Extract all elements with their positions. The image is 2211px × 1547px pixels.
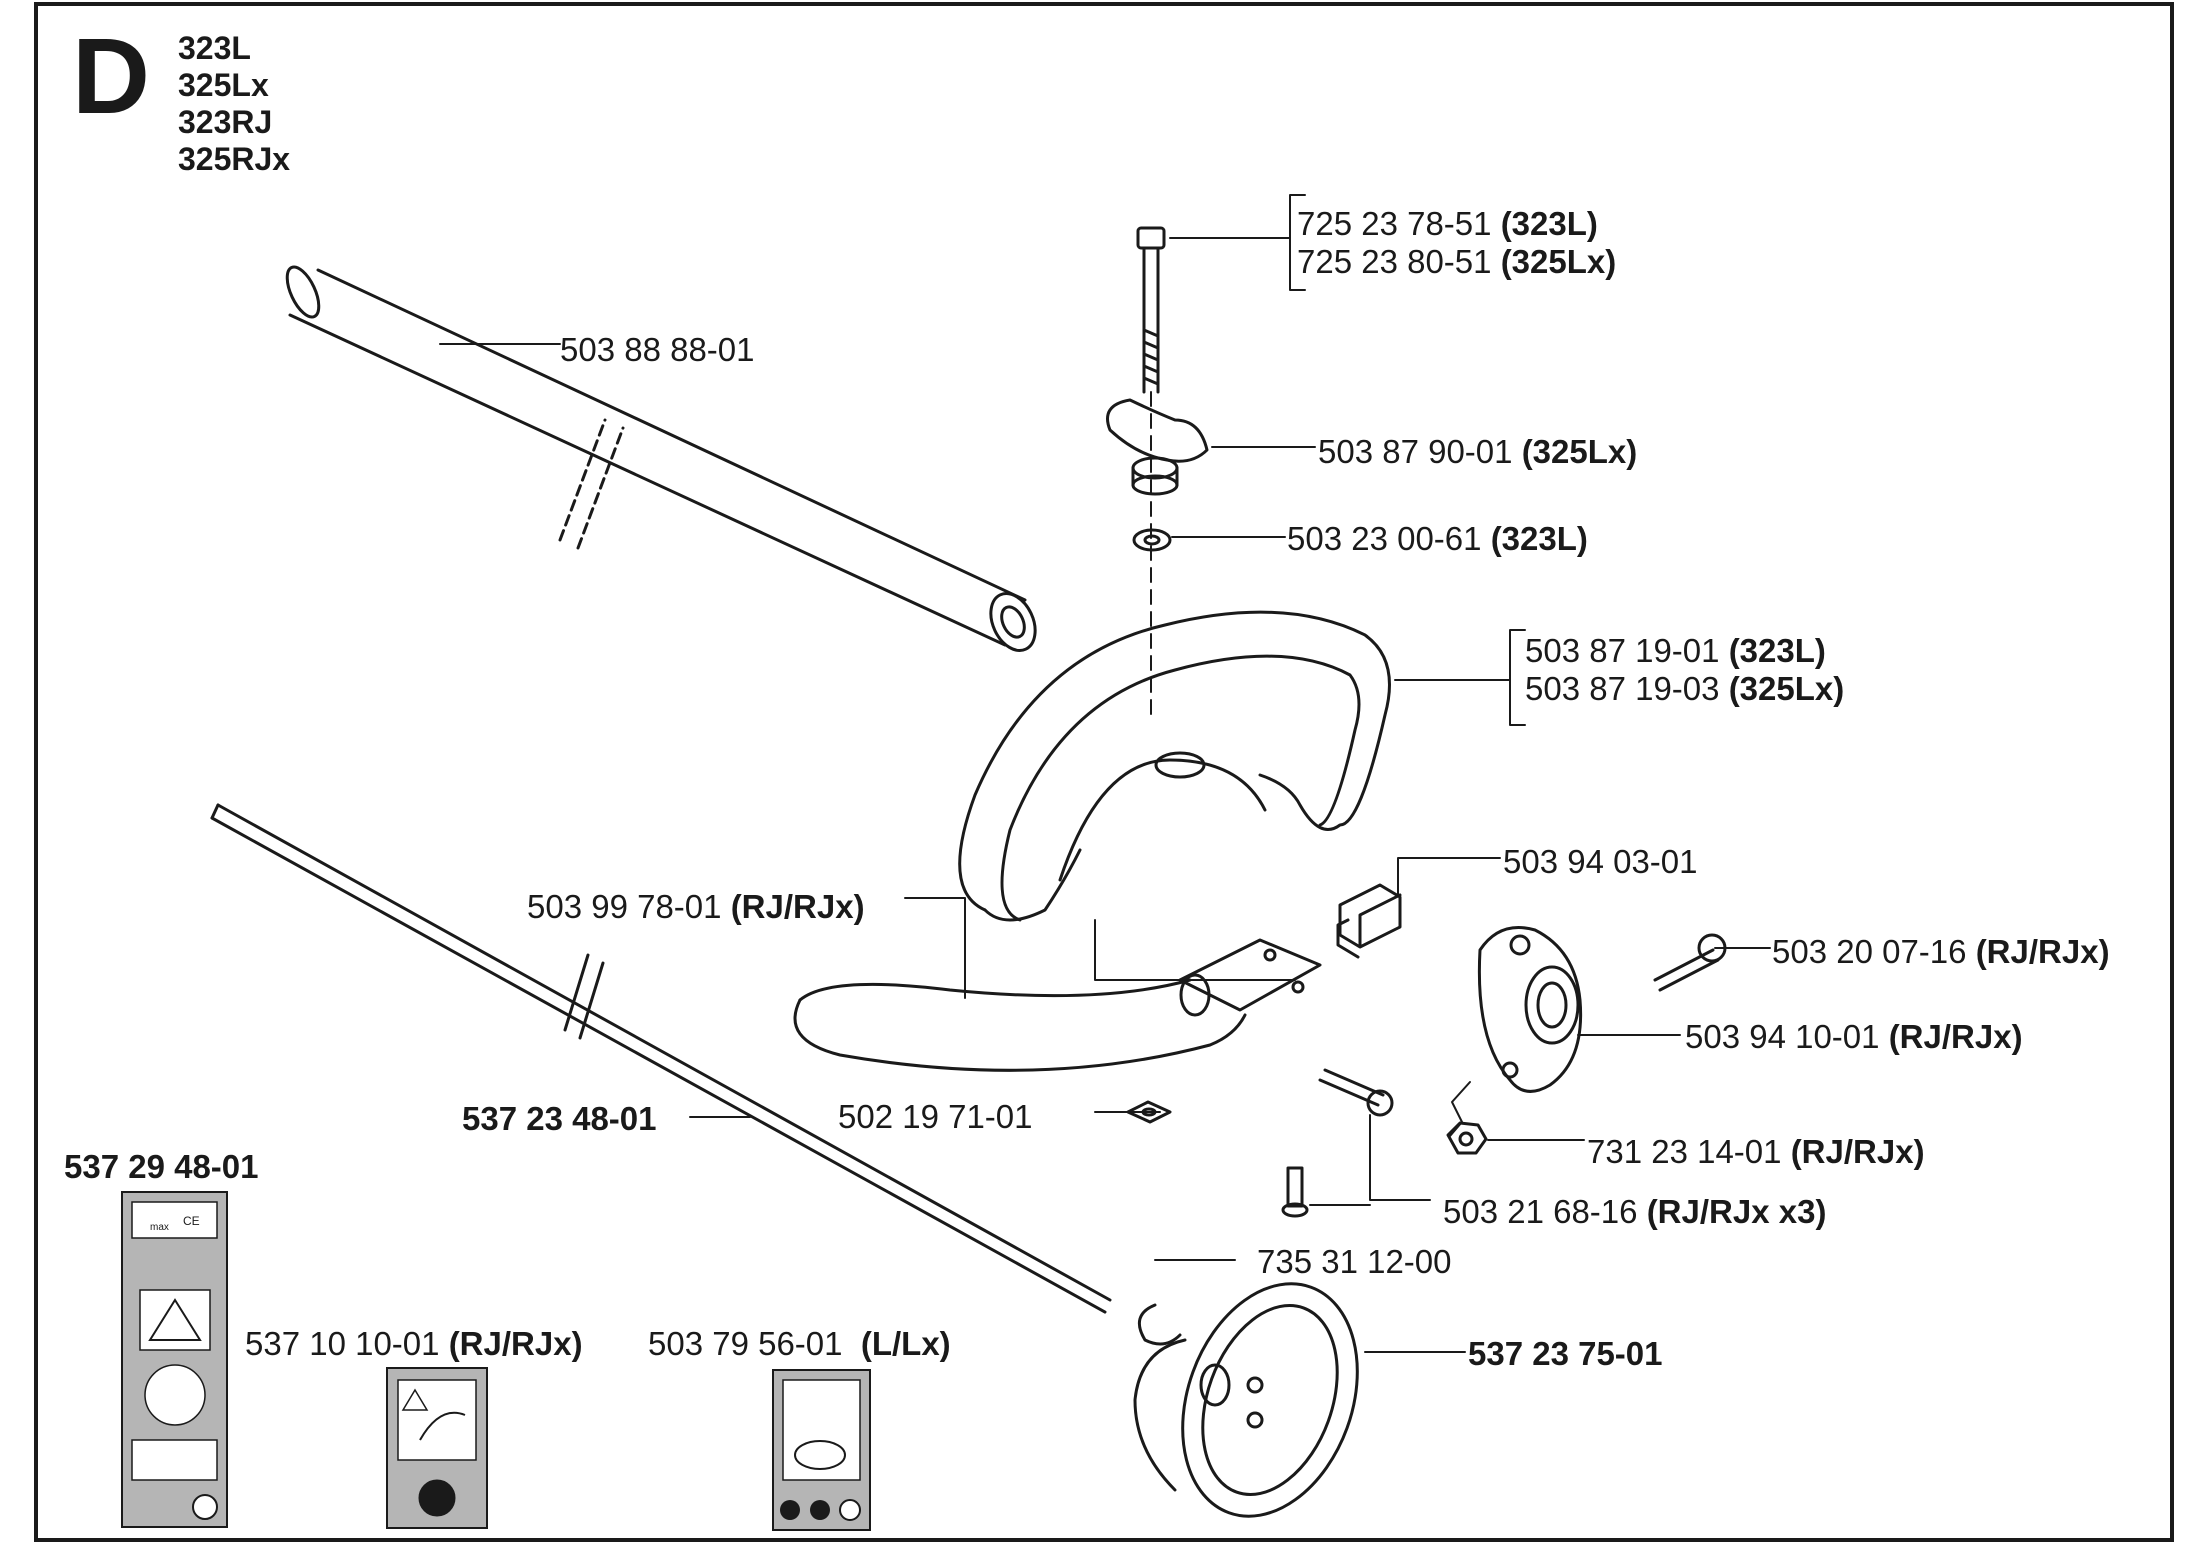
callout-circlip: 735 31 12-00 xyxy=(1257,1243,1452,1280)
callout-drive-shaft: 537 23 48-01 xyxy=(462,1100,657,1137)
callout-wing-knob: 503 87 90-01 (325Lx) xyxy=(1318,433,1638,470)
callout-clamp-block: 503 94 03-01 xyxy=(1503,843,1698,880)
bolt-part xyxy=(1136,226,1166,721)
shaft-tube-part xyxy=(285,265,1037,652)
decal-main-graphic xyxy=(121,1191,228,1528)
leader-lines xyxy=(439,194,1771,1353)
callout-bolt-323l: 725 23 78-51 (323L) xyxy=(1297,205,1598,242)
drive-shaft-part xyxy=(210,803,1112,1314)
decal-main-ce-mark: CE xyxy=(183,1214,200,1228)
guard-bar-part xyxy=(793,938,1322,1072)
decal-main-max-text: max xyxy=(150,1222,169,1233)
decal-l-graphic xyxy=(772,1369,871,1531)
screw-part xyxy=(1653,933,1727,992)
callout-screws-x3: 503 21 68-16 (RJ/RJx x3) xyxy=(1443,1193,1827,1230)
model-list: 323L 325Lx 323RJ 325RJx xyxy=(178,30,290,178)
callout-square-nut: 502 19 71-01 xyxy=(838,1098,1033,1135)
model-item: 325Lx xyxy=(178,67,269,103)
callout-nut: 731 23 14-01 (RJ/RJx) xyxy=(1587,1133,1925,1170)
callout-tube: 503 88 88-01 xyxy=(560,331,755,368)
callout-handle-325lx: 503 87 19-03 (325Lx) xyxy=(1525,670,1845,707)
clamp-block-part xyxy=(1336,883,1402,959)
callout-screw-top: 503 20 07-16 (RJ/RJx) xyxy=(1772,933,2110,970)
screw-part xyxy=(1281,1068,1394,1218)
decal-rj-graphic xyxy=(386,1367,488,1529)
section-letter: D xyxy=(72,15,150,136)
callout-guard-bar: 503 99 78-01 (RJ/RJx) xyxy=(527,888,865,925)
callout-handle-323l: 503 87 19-01 (323L) xyxy=(1525,632,1826,669)
callout-drive-cup: 537 23 75-01 xyxy=(1468,1335,1663,1372)
callout-washer: 503 23 00-61 (323L) xyxy=(1287,520,1588,557)
drive-cup-part xyxy=(1133,1282,1359,1518)
callout-decal-l: 503 79 56-01 (L/Lx) xyxy=(648,1325,951,1362)
hex-nut-part xyxy=(1446,1121,1488,1155)
model-item: 323RJ xyxy=(178,104,273,140)
circlip-part xyxy=(1137,1303,1182,1346)
washer-part xyxy=(1132,528,1172,552)
loop-handle-part xyxy=(958,610,1391,922)
callout-bolt-325lx: 725 23 80-51 (325Lx) xyxy=(1297,243,1617,280)
callout-decal-rj: 537 10 10-01 (RJ/RJx) xyxy=(245,1325,583,1362)
model-item: 323L xyxy=(178,30,251,66)
model-item: 325RJx xyxy=(178,141,291,177)
callout-bracket: 503 94 10-01 (RJ/RJx) xyxy=(1685,1018,2023,1055)
diagram-border xyxy=(34,2,2174,1542)
wing-knob-part xyxy=(1106,398,1209,496)
callout-decal-main: 537 29 48-01 xyxy=(64,1148,259,1185)
bracket-housing-part xyxy=(1477,926,1583,1093)
